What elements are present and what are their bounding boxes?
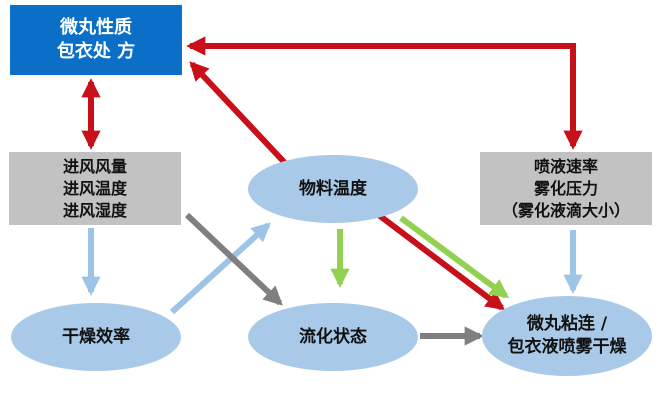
- arrow-inletair-to-fluidization: [184, 212, 283, 306]
- inlet-air-box: 进风风量 进风温度 进风湿度: [9, 152, 181, 225]
- material-temperature-label: 物料温度: [299, 178, 367, 199]
- arrow-drying-to-materialtemp: [169, 222, 271, 315]
- drying-efficiency-node: 干燥效率: [11, 303, 181, 371]
- spray-line-1: 喷液速率: [533, 156, 598, 176]
- inlet-air-line-2: 进风温度: [62, 178, 127, 198]
- fluidization-node: 流化状态: [248, 303, 418, 371]
- arrow-materialtemp-to-formula: [189, 61, 288, 166]
- adhesion-node: 微丸粘连 / 包衣液喷雾干燥: [482, 296, 652, 376]
- adhesion-line-2: 包衣液喷雾干燥: [507, 337, 627, 357]
- formula-line-2: 包衣处 方: [56, 41, 136, 62]
- spray-box: 喷液速率 雾化压力 （雾化液滴大小）: [480, 152, 652, 225]
- drying-efficiency-label: 干燥效率: [62, 326, 130, 347]
- material-temperature-node: 物料温度: [248, 155, 418, 223]
- arrow-spray-to-formula: [186, 36, 576, 146]
- arrow-green-materialtemp-to-adhesion: [399, 215, 510, 299]
- adhesion-line-1: 微丸粘连 /: [526, 314, 608, 334]
- arrow-materialtemp-to-adhesion: [374, 210, 506, 311]
- fluidization-label: 流化状态: [299, 326, 367, 347]
- inlet-air-line-3: 进风湿度: [62, 200, 127, 220]
- spray-line-3: （雾化液滴大小）: [501, 200, 630, 220]
- formula-box: 微丸性质 包衣处 方: [10, 5, 182, 75]
- spray-line-2: 雾化压力: [533, 178, 598, 198]
- formula-line-1: 微丸性质: [60, 17, 132, 38]
- inlet-air-line-1: 进风风量: [62, 156, 127, 176]
